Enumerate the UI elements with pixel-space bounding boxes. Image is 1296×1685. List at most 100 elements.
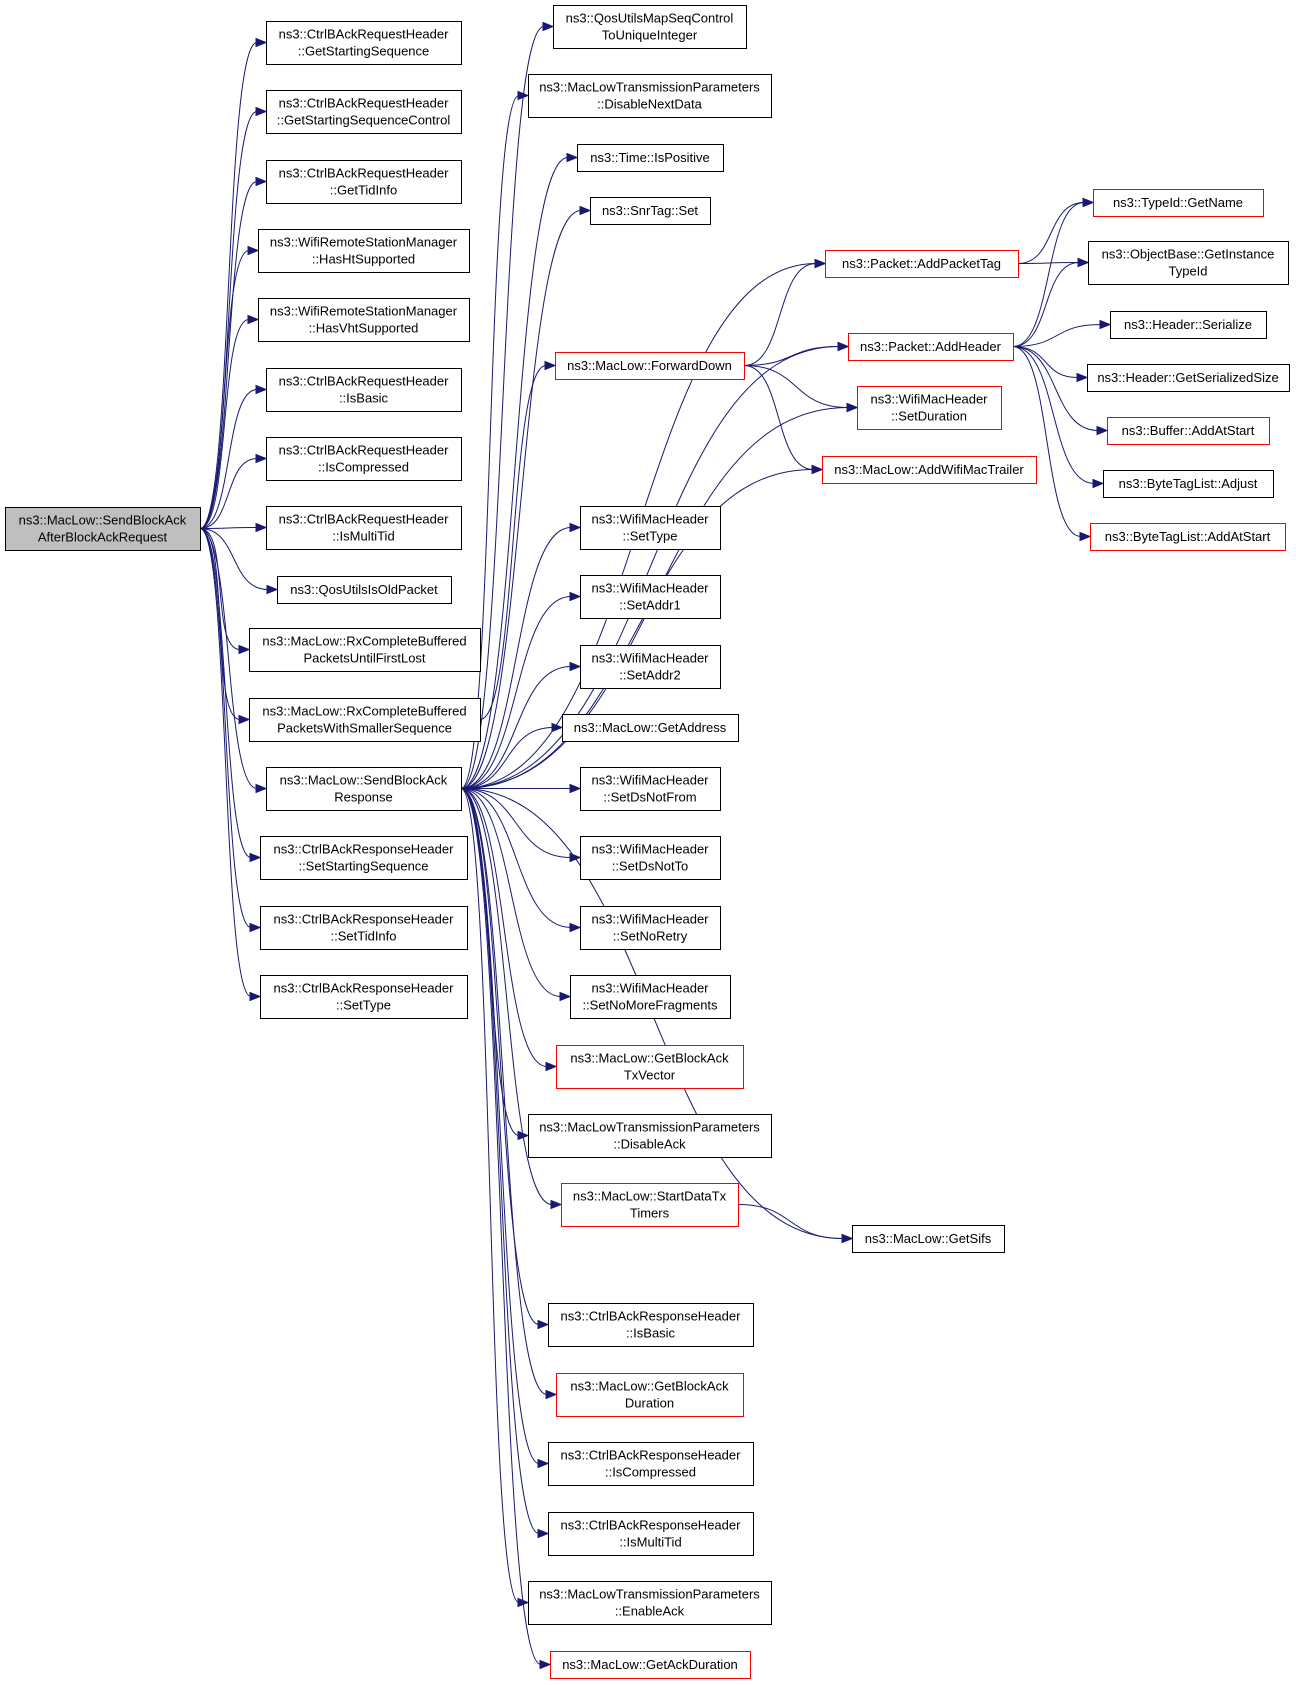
node-box[interactable] [1093, 189, 1264, 217]
node-box[interactable] [580, 575, 721, 619]
node-ns3-ctrlbackrequestheader-getstartingsequencecontrol[interactable]: ns3::CtrlBAckRequestHeader::GetStartingS… [266, 90, 462, 134]
node-box[interactable] [825, 250, 1019, 278]
node-box[interactable] [258, 298, 470, 342]
node-box[interactable] [548, 1512, 754, 1556]
node-ns3-maclow-rxcompletebufferedpacketswithsmallersequence[interactable]: ns3::MacLow::RxCompleteBufferedPacketsWi… [249, 698, 481, 742]
node-ns3-ctrlbackrequestheader-ismultitid[interactable]: ns3::CtrlBAckRequestHeader::IsMultiTid [266, 506, 462, 550]
node-box[interactable] [528, 74, 772, 118]
node-box[interactable] [590, 197, 711, 225]
node-box[interactable] [249, 698, 481, 742]
node-ns3-ctrlbackresponseheader-iscompressed[interactable]: ns3::CtrlBAckResponseHeader::IsCompresse… [548, 1442, 754, 1486]
node-box[interactable] [266, 21, 462, 65]
node-ns3-wifimacheader-setdsnotfrom[interactable]: ns3::WifiMacHeader::SetDsNotFrom [580, 767, 721, 811]
node-ns3-wifimacheader-setnomorefragments[interactable]: ns3::WifiMacHeader::SetNoMoreFragments [570, 975, 731, 1019]
node-ns3-wifimacheader-setaddr2[interactable]: ns3::WifiMacHeader::SetAddr2 [580, 645, 721, 689]
node-box[interactable] [555, 352, 745, 380]
node-ns3-packet-addpackettag[interactable]: ns3::Packet::AddPacketTag [825, 250, 1019, 278]
node-ns3-qosutilsmapseqcontroltouniqueinteger[interactable]: ns3::QosUtilsMapSeqControlToUniqueIntege… [553, 5, 747, 49]
node-box[interactable] [1090, 523, 1286, 551]
node-ns3-ctrlbackresponseheader-settidinfo[interactable]: ns3::CtrlBAckResponseHeader::SetTidInfo [260, 906, 468, 950]
node-box[interactable] [260, 836, 468, 880]
node-ns3-typeid-getname[interactable]: ns3::TypeId::GetName [1093, 189, 1264, 217]
node-box[interactable] [266, 437, 462, 481]
node-ns3-maclow-addwifimactrailer[interactable]: ns3::MacLow::AddWifiMacTrailer [822, 456, 1037, 484]
node-ns3-buffer-addatstart[interactable]: ns3::Buffer::AddAtStart [1107, 417, 1270, 445]
node-box[interactable] [1110, 311, 1267, 339]
node-box[interactable] [260, 975, 468, 1019]
node-box[interactable] [550, 1651, 751, 1679]
node-box[interactable] [260, 906, 468, 950]
node-box[interactable] [577, 144, 724, 172]
node-box[interactable] [556, 1373, 744, 1417]
node-box[interactable] [562, 714, 739, 742]
node-ns3-maclow-rxcompletebufferedpacketsuntilfirstlost[interactable]: ns3::MacLow::RxCompleteBufferedPacketsUn… [249, 628, 481, 672]
node-box[interactable] [848, 333, 1014, 361]
node-ns3-wifiremotestationmanager-hasvhtsupported[interactable]: ns3::WifiRemoteStationManager::HasVhtSup… [258, 298, 470, 342]
node-ns3-ctrlbackrequestheader-iscompressed[interactable]: ns3::CtrlBAckRequestHeader::IsCompressed [266, 437, 462, 481]
node-box[interactable] [266, 767, 462, 811]
node-ns3-wifimacheader-setdsnotto[interactable]: ns3::WifiMacHeader::SetDsNotTo [580, 836, 721, 880]
node-box[interactable] [249, 628, 481, 672]
node-box[interactable] [258, 229, 470, 273]
node-ns3-maclowtransmissionparameters-disableack[interactable]: ns3::MacLowTransmissionParameters::Disab… [528, 1114, 772, 1158]
node-box[interactable] [548, 1442, 754, 1486]
node-box[interactable] [1087, 364, 1290, 392]
node-box[interactable] [580, 906, 721, 950]
node-ns3-header-getserializedsize[interactable]: ns3::Header::GetSerializedSize [1087, 364, 1290, 392]
node-box[interactable] [1088, 241, 1289, 285]
node-box[interactable] [1107, 417, 1270, 445]
node-ns3-ctrlbackresponseheader-setstartingsequence[interactable]: ns3::CtrlBAckResponseHeader::SetStarting… [260, 836, 468, 880]
node-box[interactable] [266, 90, 462, 134]
node-box[interactable] [1103, 470, 1274, 498]
node-ns3-maclow-sendblockackafterblockackrequest[interactable]: ns3::MacLow::SendBlockAckAfterBlockAckRe… [5, 507, 201, 551]
node-ns3-wifiremotestationmanager-hashtsupported[interactable]: ns3::WifiRemoteStationManager::HasHtSupp… [258, 229, 470, 273]
node-box[interactable] [570, 975, 731, 1019]
node-box[interactable] [528, 1581, 772, 1625]
node-box[interactable] [580, 645, 721, 689]
node-box[interactable] [556, 1045, 744, 1089]
node-ns3-wifimacheader-setduration[interactable]: ns3::WifiMacHeader::SetDuration [857, 386, 1002, 430]
node-box[interactable] [548, 1303, 754, 1347]
node-box[interactable] [580, 767, 721, 811]
node-box[interactable] [5, 507, 201, 551]
node-box[interactable] [266, 368, 462, 412]
node-box[interactable] [266, 506, 462, 550]
node-ns3-time-ispositive[interactable]: ns3::Time::IsPositive [577, 144, 724, 172]
node-ns3-bytetaglist-addatstart[interactable]: ns3::ByteTagList::AddAtStart [1090, 523, 1286, 551]
node-ns3-wifimacheader-setnoretry[interactable]: ns3::WifiMacHeader::SetNoRetry [580, 906, 721, 950]
node-ns3-ctrlbackrequestheader-gettidinfo[interactable]: ns3::CtrlBAckRequestHeader::GetTidInfo [266, 160, 462, 204]
node-ns3-qosutilsisoldpacket[interactable]: ns3::QosUtilsIsOldPacket [277, 576, 452, 604]
node-ns3-wifimacheader-settype[interactable]: ns3::WifiMacHeader::SetType [580, 506, 721, 550]
node-ns3-header-serialize[interactable]: ns3::Header::Serialize [1110, 311, 1267, 339]
node-box[interactable] [277, 576, 452, 604]
node-ns3-ctrlbackrequestheader-isbasic[interactable]: ns3::CtrlBAckRequestHeader::IsBasic [266, 368, 462, 412]
node-box[interactable] [266, 160, 462, 204]
node-ns3-ctrlbackresponseheader-isbasic[interactable]: ns3::CtrlBAckResponseHeader::IsBasic [548, 1303, 754, 1347]
node-ns3-maclowtransmissionparameters-enableack[interactable]: ns3::MacLowTransmissionParameters::Enabl… [528, 1581, 772, 1625]
node-ns3-ctrlbackresponseheader-ismultitid[interactable]: ns3::CtrlBAckResponseHeader::IsMultiTid [548, 1512, 754, 1556]
node-box[interactable] [561, 1183, 739, 1227]
node-ns3-ctrlbackresponseheader-settype[interactable]: ns3::CtrlBAckResponseHeader::SetType [260, 975, 468, 1019]
node-ns3-maclowtransmissionparameters-disablenextdata[interactable]: ns3::MacLowTransmissionParameters::Disab… [528, 74, 772, 118]
node-ns3-snrtag-set[interactable]: ns3::SnrTag::Set [590, 197, 711, 225]
node-box[interactable] [553, 5, 747, 49]
node-box[interactable] [852, 1225, 1005, 1253]
node-ns3-ctrlbackrequestheader-getstartingsequence[interactable]: ns3::CtrlBAckRequestHeader::GetStartingS… [266, 21, 462, 65]
node-ns3-maclow-forwarddown[interactable]: ns3::MacLow::ForwardDown [555, 352, 745, 380]
node-ns3-bytetaglist-adjust[interactable]: ns3::ByteTagList::Adjust [1103, 470, 1274, 498]
node-ns3-maclow-getsifs[interactable]: ns3::MacLow::GetSifs [852, 1225, 1005, 1253]
node-box[interactable] [580, 506, 721, 550]
node-box[interactable] [857, 386, 1002, 430]
node-box[interactable] [528, 1114, 772, 1158]
node-ns3-maclow-getaddress[interactable]: ns3::MacLow::GetAddress [562, 714, 739, 742]
node-ns3-packet-addheader[interactable]: ns3::Packet::AddHeader [848, 333, 1014, 361]
node-ns3-wifimacheader-setaddr1[interactable]: ns3::WifiMacHeader::SetAddr1 [580, 575, 721, 619]
node-box[interactable] [580, 836, 721, 880]
node-ns3-maclow-getackduration[interactable]: ns3::MacLow::GetAckDuration [550, 1651, 751, 1679]
node-box[interactable] [822, 456, 1037, 484]
